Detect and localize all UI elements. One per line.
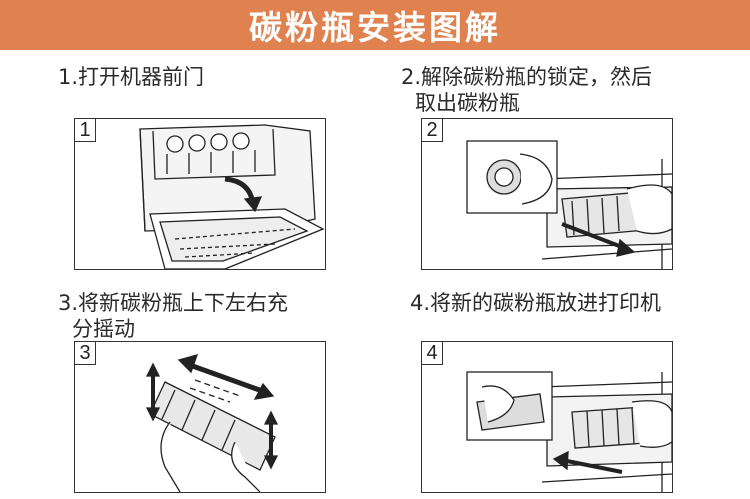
step-3-caption-line-2: 分摇动: [72, 317, 135, 341]
step-4-number-badge: 4: [422, 342, 443, 365]
step-4-caption-line-1: 4.将新的碳粉瓶放进打印机: [410, 291, 662, 315]
printer-front-door-open-illustration: [139, 124, 325, 269]
step-3-number-badge: 3: [75, 342, 96, 365]
step-4-caption: 4.将新的碳粉瓶放进打印机: [410, 290, 661, 316]
toner-bottle-insert-illustration: [466, 371, 672, 492]
step-1-number-badge: 1: [75, 119, 96, 142]
step-3-panel: 3: [74, 341, 326, 493]
step-2-panel: 2: [421, 118, 673, 270]
step-2-number-badge: 2: [422, 119, 443, 142]
toner-bottle-shake-illustration: [145, 354, 279, 492]
step-1-caption: 1.打开机器前门: [58, 64, 204, 90]
step-3-caption-line-1: 3.将新碳粉瓶上下左右充: [58, 291, 289, 315]
step-2-caption: 2.解除碳粉瓶的锁定，然后 取出碳粉瓶: [401, 64, 652, 116]
page-title: 碳粉瓶安装图解: [249, 8, 501, 47]
step-2-caption-line-1: 2.解除碳粉瓶的锁定，然后: [401, 65, 653, 89]
step-1-panel: 1: [74, 118, 326, 270]
step-1-caption-line-1: 1.打开机器前门: [58, 65, 205, 89]
step-4-panel: 4: [421, 341, 673, 493]
step-2-caption-line-2: 取出碳粉瓶: [415, 91, 520, 115]
step-3-caption: 3.将新碳粉瓶上下左右充 分摇动: [58, 290, 288, 342]
title-banner: 碳粉瓶安装图解: [0, 0, 750, 50]
toner-bottle-unlock-remove-illustration: [466, 140, 672, 269]
